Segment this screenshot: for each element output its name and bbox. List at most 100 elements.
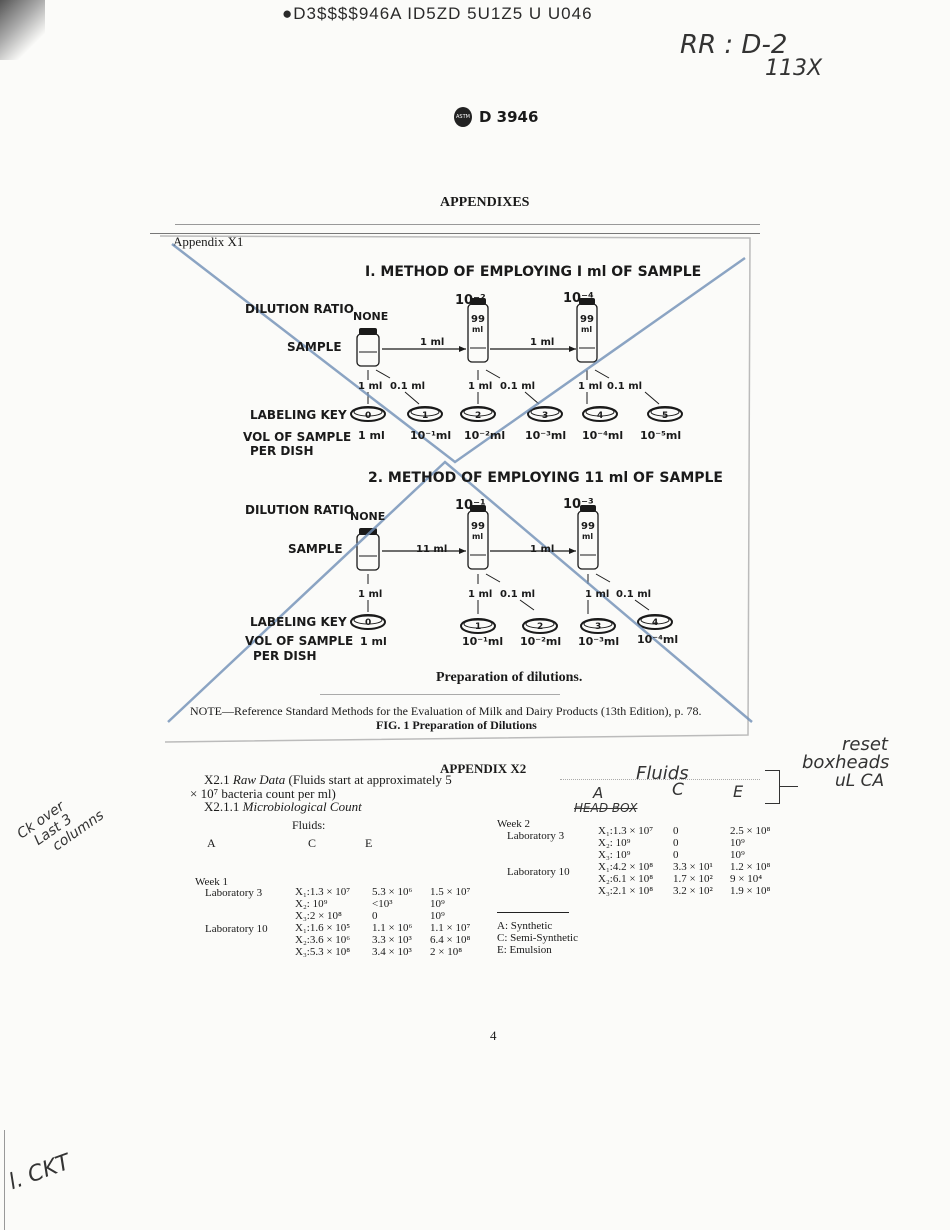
table-cell: 10⁹ (430, 898, 445, 910)
week1-label: Week 1 (195, 876, 229, 888)
page-number: 4 (490, 1028, 497, 1043)
dish-number: 3 (542, 411, 548, 421)
scan-corner-shadow (0, 0, 45, 60)
appendix-x1-label: Appendix X1 (173, 234, 244, 249)
pipette-line (375, 369, 391, 379)
petri-dish-icon (460, 406, 496, 422)
pencil-cross-mark (171, 243, 746, 464)
volume-label: 10⁻²ml (520, 635, 561, 648)
pipette-label: 0.1 ml (390, 381, 425, 392)
volume-label: 1 ml (358, 429, 385, 442)
pipette-label: 0.1 ml (607, 381, 642, 392)
petri-dish-icon (350, 406, 386, 422)
handwritten-initials: l. CKT (5, 1149, 74, 1196)
dish-number: 5 (662, 411, 668, 421)
fluids-label: Fluids: (292, 818, 326, 832)
legend-item: A: Synthetic (497, 920, 553, 932)
pipette-line (524, 391, 540, 405)
subsection-title: Microbiological Count (242, 799, 362, 814)
figure-caption: Preparation of dilutions. (436, 670, 583, 685)
column-head-a: A (207, 836, 216, 850)
label-per-dish: PER DISH (250, 444, 314, 458)
week2-lab10-label: Laboratory 10 (507, 866, 570, 878)
dish-number: 2 (475, 411, 481, 421)
table-cell: X₁:1.6 × 10⁵ (295, 922, 351, 934)
handwritten-ref-number: 113X (765, 56, 823, 81)
pipette-line (485, 573, 501, 583)
pipette-label: 1 ml (358, 381, 382, 392)
dish-number: 4 (652, 618, 658, 628)
label-per-dish: PER DISH (253, 649, 317, 663)
volume-label: 10⁻¹ml (410, 429, 451, 442)
volume-label: 10⁻³ml (578, 635, 619, 648)
label-dilution-ratio: DILUTION RATIO (245, 302, 354, 316)
dilution-label: 10⁻³ (563, 497, 594, 512)
pipette-label: 1 ml (468, 381, 492, 392)
table-cell: X₂: 10⁹ (295, 898, 328, 910)
volume-label: 10⁻⁴ml (582, 429, 623, 442)
pipette-label: 0.1 ml (616, 589, 651, 600)
figure-note: NOTE—Reference Standard Methods for the … (190, 704, 702, 718)
bottle-volume-label: ml (472, 532, 483, 541)
table-cell: X₁:1.3 × 10⁷ (295, 886, 351, 898)
bottle-icon (576, 303, 598, 363)
bottle-volume-label: ml (581, 325, 592, 334)
week2-lab3-label: Laboratory 3 (507, 830, 565, 842)
table-cell: 0 (372, 910, 378, 922)
handwritten-bracket (765, 770, 780, 804)
handwritten-reset-note: boxheads (802, 752, 890, 773)
table-cell: 0 (673, 849, 679, 861)
table-cell: 0 (673, 825, 679, 837)
handwritten-margin-note: Ck over Last 3 columns (14, 784, 107, 867)
pipette-line (595, 573, 611, 583)
week1-lab3-label: Laboratory 3 (205, 887, 263, 899)
table-cell: 1.2 × 10⁸ (730, 861, 771, 873)
bottle-cap-icon (470, 298, 486, 305)
volume-label: 10⁻³ml (525, 429, 566, 442)
pipette-label: 1 ml (585, 589, 609, 600)
pipette-line (404, 391, 420, 405)
dish-number: 3 (595, 622, 601, 632)
figure-title: FIG. 1 Preparation of Dilutions (376, 718, 537, 732)
handwritten-bracket-tick (780, 786, 798, 787)
table-cell: X₂:6.1 × 10⁸ (598, 873, 654, 885)
petri-dish-lid-icon (640, 615, 670, 625)
volume-label: 10⁻⁵ml (640, 429, 681, 442)
dish-number: 2 (537, 622, 543, 632)
scan-code: ●D3$$$$946A ID5ZD 5U1Z5 U U046 (282, 4, 593, 23)
bottle-icon (467, 303, 489, 363)
bottle-cap-icon (470, 505, 486, 512)
handwritten-reset-note: reset (842, 734, 888, 755)
handwritten-col-e: E (733, 782, 744, 801)
bottle-volume-label: 99 (581, 521, 595, 532)
petri-dish-lid-icon (650, 407, 680, 417)
bottle-volume-label: 99 (580, 314, 594, 325)
section-text: (Fluids start at approximately 5 (288, 772, 452, 787)
volume-label: 1 ml (360, 635, 387, 648)
week2-label: Week 2 (497, 818, 531, 830)
appendixes-title: APPENDIXES (440, 195, 530, 210)
struck-head-box: HEAD BOX (574, 801, 638, 815)
bottle-icon (467, 510, 489, 570)
table-cell: 1.1 × 10⁶ (372, 922, 413, 934)
table-cell: X₃:2.1 × 10⁸ (598, 885, 654, 897)
divider (150, 233, 760, 234)
bottle-icon (356, 333, 380, 367)
petri-dish-lid-icon (353, 615, 383, 625)
transfer-label: 11 ml (416, 544, 447, 555)
standard-number: D 3946 (479, 108, 539, 126)
handwritten-col-c: C (672, 780, 684, 800)
pipette-label: 0.1 ml (500, 381, 535, 392)
pipette-line (644, 391, 660, 405)
table-cell: 3.3 × 10¹ (673, 861, 713, 873)
volume-label: 10⁻²ml (464, 429, 505, 442)
arrowhead-icon (569, 346, 576, 352)
petri-dish-icon (647, 406, 683, 422)
column-head-e: E (365, 836, 373, 850)
table-cell: 3.3 × 10³ (372, 934, 412, 946)
label-sample: SAMPLE (288, 542, 343, 556)
bottle-cap-icon (580, 505, 596, 512)
dilution-label: NONE (350, 510, 385, 523)
bottle-cap-icon (579, 298, 595, 305)
petri-dish-icon (580, 618, 616, 634)
